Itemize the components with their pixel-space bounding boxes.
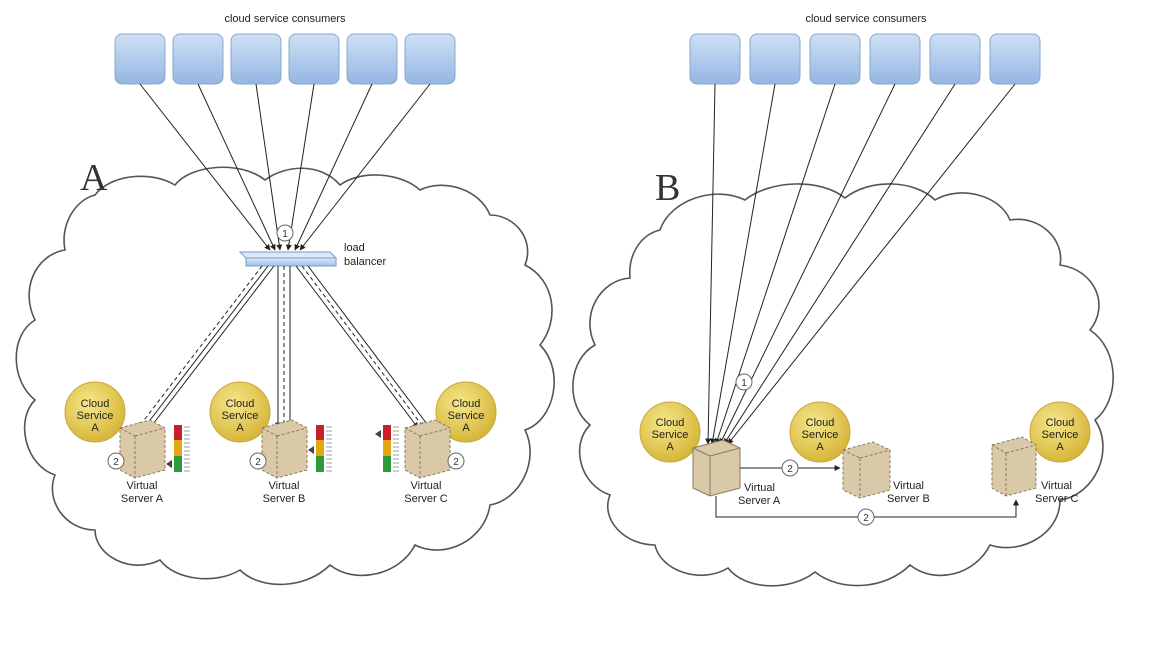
virtual-server-b-b-icon <box>842 441 891 499</box>
virtual-server-a-b-icon <box>692 439 741 497</box>
consumers-label-b: cloud service consumers <box>805 13 927 25</box>
step-2-label-b-to-server-b: 2 <box>787 464 793 475</box>
panel-a: A cloud service consumers 1 lo <box>15 13 555 586</box>
consumer-a-4 <box>288 33 340 85</box>
distribution-lines-a <box>137 265 431 429</box>
server-a-label-line2: Server A <box>121 493 164 505</box>
panel-b-letter: B <box>655 167 680 209</box>
server-b-b-label-line2: Server B <box>887 493 930 505</box>
svg-text:Cloud: Cloud <box>806 417 835 429</box>
step-2-marker-server-b <box>249 452 267 470</box>
step-2-label-server-a: 2 <box>113 457 119 468</box>
cloud-service-a-server-a: Cloud Service A <box>64 381 126 443</box>
svg-text:A: A <box>666 441 674 453</box>
virtual-server-c-b-icon <box>991 436 1037 497</box>
svg-text:Cloud: Cloud <box>81 398 110 410</box>
consumers-label-a: cloud service consumers <box>224 13 346 25</box>
load-gauge-server-a <box>166 425 190 472</box>
requests-to-load-balancer <box>139 83 431 251</box>
svg-text:Cloud: Cloud <box>1046 417 1075 429</box>
server-b-b-label-line1: Virtual <box>893 480 924 492</box>
consumer-b-5 <box>929 33 981 85</box>
load-balancer <box>238 251 338 267</box>
step-2-marker-server-a <box>107 452 125 470</box>
consumer-b-1 <box>689 33 741 85</box>
server-c-label-line2: Server C <box>404 493 447 505</box>
svg-text:Cloud: Cloud <box>656 417 685 429</box>
consumer-b-6 <box>989 33 1041 85</box>
consumer-row-a <box>114 33 456 85</box>
load-gauge-server-c <box>375 425 399 472</box>
step-2-label-server-c: 2 <box>453 457 459 468</box>
step-2-label-server-b: 2 <box>255 457 261 468</box>
cloud-service-b-server-b: Cloud Service A <box>789 401 851 463</box>
panel-b: B cloud service consumers 1 Cloud Servic… <box>572 13 1114 587</box>
svg-text:Service: Service <box>802 429 839 441</box>
server-c-b-label-line1: Virtual <box>1041 480 1072 492</box>
cloud-service-b-server-a: Cloud Service A <box>639 401 701 463</box>
server-a-b-label-line1: Virtual <box>744 482 775 494</box>
step-1-label-b: 1 <box>741 378 747 389</box>
svg-text:Service: Service <box>222 410 259 422</box>
step-2-marker-b-to-server-c <box>857 508 875 526</box>
step-2-marker-server-c <box>447 452 465 470</box>
consumer-a-3 <box>230 33 282 85</box>
svg-text:Service: Service <box>77 410 114 422</box>
svg-text:Service: Service <box>448 410 485 422</box>
step-1-marker-a <box>276 224 294 242</box>
svg-text:A: A <box>236 422 244 434</box>
cloud-outline-a <box>15 166 555 586</box>
svg-text:Cloud: Cloud <box>226 398 255 410</box>
cloud-service-a-server-b: Cloud Service A <box>209 381 271 443</box>
load-gauge-server-b <box>308 425 332 472</box>
consumer-a-5 <box>346 33 398 85</box>
svg-text:Cloud: Cloud <box>452 398 481 410</box>
consumer-row-b <box>689 33 1041 85</box>
server-b-label-line1: Virtual <box>269 480 300 492</box>
svg-text:Service: Service <box>652 429 689 441</box>
load-balancer-label-line2: balancer <box>344 256 387 268</box>
server-a-label-line1: Virtual <box>127 480 158 492</box>
virtual-server-a-icon <box>119 419 166 479</box>
server-c-b-label-line2: Server C <box>1035 493 1078 505</box>
consumer-a-1 <box>114 33 166 85</box>
cloud-service-b-server-c: Cloud Service A <box>1029 401 1091 463</box>
cloud-outline-b <box>572 183 1114 587</box>
consumer-a-2 <box>172 33 224 85</box>
consumer-a-6 <box>404 33 456 85</box>
server-c-label-line1: Virtual <box>411 480 442 492</box>
virtual-server-b-icon <box>261 419 308 479</box>
consumer-b-2 <box>749 33 801 85</box>
server-b-label-line2: Server B <box>263 493 306 505</box>
consumer-b-4 <box>869 33 921 85</box>
svg-text:A: A <box>462 422 470 434</box>
server-a-b-label-line2: Server A <box>738 495 781 507</box>
svg-text:Service: Service <box>1042 429 1079 441</box>
step-1-label-a: 1 <box>282 229 288 240</box>
panel-a-letter: A <box>80 157 108 199</box>
step-2-label-b-to-server-c: 2 <box>863 513 869 524</box>
consumer-b-3 <box>809 33 861 85</box>
step-2-marker-b-to-server-b <box>781 459 799 477</box>
svg-text:A: A <box>816 441 824 453</box>
svg-text:A: A <box>91 422 99 434</box>
virtual-server-c-icon <box>404 419 451 479</box>
step-1-marker-b <box>735 373 753 391</box>
load-balancer-label-line1: load <box>344 242 365 254</box>
svg-text:A: A <box>1056 441 1064 453</box>
cloud-service-a-server-c: Cloud Service A <box>435 381 497 443</box>
